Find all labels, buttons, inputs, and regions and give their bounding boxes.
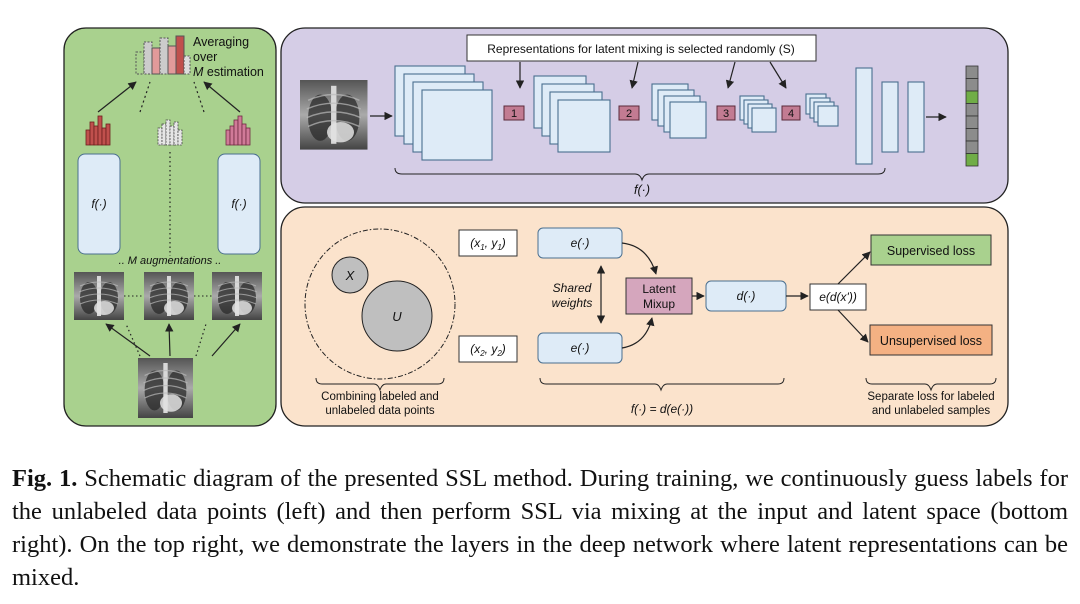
conv-stack-5 xyxy=(805,93,839,127)
mix-marker-2 xyxy=(618,105,640,121)
figure-caption: Fig. 1. Schematic diagram of the present… xyxy=(12,462,1068,594)
composition-label: f(·) = d(e(·)) xyxy=(631,402,693,416)
labeled-set-label: X xyxy=(345,268,356,283)
output-cell xyxy=(965,65,979,79)
augmented-xray-middle xyxy=(143,271,195,321)
source-xray-image xyxy=(137,357,194,419)
unlabeled-set-circle xyxy=(361,280,433,352)
input-pair-top-label: (x1, y1) xyxy=(470,236,506,252)
averaged-histogram xyxy=(135,35,191,75)
shared-weights-line1: Shared xyxy=(553,281,592,295)
encoder-bottom-label: e(·) xyxy=(571,341,590,355)
top-f-label: f(·) xyxy=(634,183,650,197)
output-cell xyxy=(965,128,979,142)
output-cell xyxy=(965,115,979,129)
output-cell xyxy=(965,90,979,104)
caption-label: Fig. 1. xyxy=(12,465,78,492)
separate-loss-line2: and unlabeled samples xyxy=(872,405,991,417)
labeled-set-circle xyxy=(331,256,369,294)
mix-marker-1-label: 1 xyxy=(511,108,517,120)
dense-layers xyxy=(855,67,925,165)
combining-label-line1: Combining labeled and xyxy=(321,391,439,403)
output-box xyxy=(809,283,867,311)
latent-mixup-line1: Latent xyxy=(642,282,676,296)
histogram-middle xyxy=(157,119,183,146)
unlabeled-set-label: U xyxy=(392,309,402,324)
separate-loss-brace xyxy=(865,377,997,392)
top-brace xyxy=(394,167,886,182)
model-block-left xyxy=(77,153,121,255)
model-block-right xyxy=(217,153,261,255)
augmentations-label: .. M augmentations .. xyxy=(119,255,222,267)
conv-stack-2 xyxy=(533,75,611,153)
combining-label-line2: unlabeled data points xyxy=(325,405,435,417)
latent-selection-header-box xyxy=(466,34,817,62)
output-cell xyxy=(965,153,979,167)
conv-stack-4 xyxy=(739,95,777,133)
averaging-label-line2: over xyxy=(193,50,217,64)
shared-weights-line2: weights xyxy=(552,296,593,310)
supervised-loss-box xyxy=(870,234,992,266)
output-cell xyxy=(965,140,979,154)
left-panel xyxy=(63,27,277,427)
mix-marker-4-label: 4 xyxy=(788,108,794,120)
supervised-loss-label: Supervised loss xyxy=(887,244,975,258)
separate-loss-line1: Separate loss for labeled xyxy=(867,391,994,403)
composition-brace xyxy=(539,377,785,392)
latent-mixup-block xyxy=(625,277,693,315)
mix-marker-3-label: 3 xyxy=(723,108,729,120)
mix-marker-1 xyxy=(503,105,525,121)
combining-brace xyxy=(315,377,445,392)
mix-marker-4 xyxy=(781,105,801,121)
unsupervised-loss-label: Unsupervised loss xyxy=(880,334,982,348)
encoder-top-label: e(·) xyxy=(571,236,590,250)
data-pool-circle xyxy=(304,228,456,380)
input-pair-bottom xyxy=(458,335,518,363)
augmented-xray-left xyxy=(73,271,125,321)
latent-selection-header: Representations for latent mixing is sel… xyxy=(487,42,794,56)
output-cell xyxy=(965,78,979,92)
m-estimation-label: M estimation xyxy=(193,65,264,79)
mix-marker-2-label: 2 xyxy=(626,108,632,120)
averaging-label-line1: Averaging xyxy=(193,35,249,49)
latent-mixup-line2: Mixup xyxy=(643,297,675,311)
mix-marker-3 xyxy=(716,105,736,121)
output-label: e(d(x')) xyxy=(819,290,857,304)
input-pair-top xyxy=(458,229,518,257)
augmented-xray-right xyxy=(211,271,263,321)
histogram-left xyxy=(85,115,111,146)
conv-stack-3 xyxy=(651,83,707,139)
model-block-right-label: f(·) xyxy=(231,197,246,211)
decoder-label: d(·) xyxy=(737,289,756,303)
histogram-right xyxy=(225,115,251,146)
input-xray-image xyxy=(299,79,369,151)
output-cell xyxy=(965,103,979,117)
caption-text: Schematic diagram of the presented SSL m… xyxy=(12,465,1068,591)
conv-stack-1 xyxy=(394,65,493,161)
unsupervised-loss-box xyxy=(869,324,993,356)
ssl-schematic-diagram: Averaging over M estimation f(·) f(·) ..… xyxy=(63,27,1009,427)
output-vector xyxy=(965,65,979,167)
model-block-left-label: f(·) xyxy=(91,197,106,211)
input-pair-bottom-label: (x2, y2) xyxy=(470,342,506,358)
bottom-panel xyxy=(280,206,1009,427)
